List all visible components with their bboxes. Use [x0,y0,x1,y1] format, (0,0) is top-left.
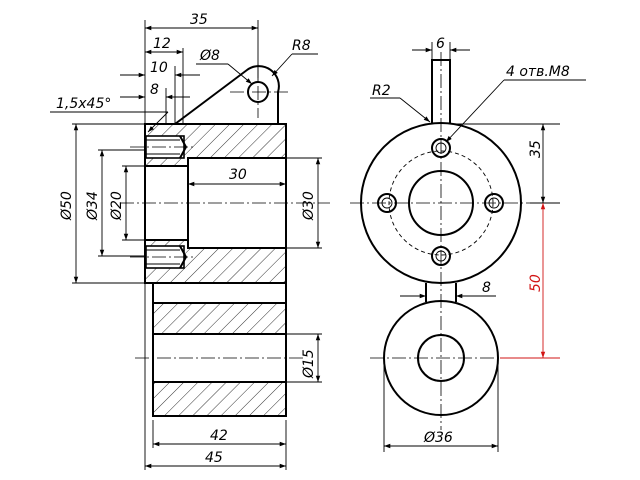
dim-50-red: 50 [528,274,544,292]
section-hatching [145,124,286,416]
dim-dia50: Ø50 [59,191,75,221]
front-dimension-lines [370,42,586,452]
dim-8-right: 8 [482,280,491,296]
front-red-dimension [500,203,560,359]
dim-r8: R8 [292,38,311,54]
dim-dia20: Ø20 [109,191,125,221]
dim-dia8: Ø8 [199,48,220,64]
dim-45: 45 [205,450,223,466]
dim-r2: R2 [372,83,391,99]
dim-dia15: Ø15 [301,349,317,379]
dim-35-top: 35 [190,12,208,28]
dim-6: 6 [436,36,445,52]
dim-chamfer: 1,5x45° [56,96,111,112]
section-dimension-lines [50,25,321,469]
dim-holes: 4 отв.M8 [506,64,570,80]
front-view: 6 R2 4 отв.M8 35 50 8 Ø36 [350,36,586,452]
section-dimension-texts: 35 12 10 8 1,5x45° Ø8 R8 Ø50 Ø34 Ø20 30 … [56,12,317,466]
dim-dia36: Ø36 [423,430,453,446]
dim-dia34: Ø34 [85,191,101,221]
front-dimension-texts: 6 R2 4 отв.M8 35 50 8 Ø36 [372,36,570,446]
dim-30-bore: 30 [229,167,247,183]
dim-10: 10 [150,60,168,76]
dim-dia30: Ø30 [301,191,317,221]
dim-12: 12 [153,36,171,52]
dim-8-left: 8 [150,82,159,98]
dim-42: 42 [210,428,228,444]
section-view: 35 12 10 8 1,5x45° Ø8 R8 Ø50 Ø34 Ø20 30 … [50,12,330,470]
dim-35-right: 35 [528,140,544,158]
front-centerlines [350,52,532,430]
